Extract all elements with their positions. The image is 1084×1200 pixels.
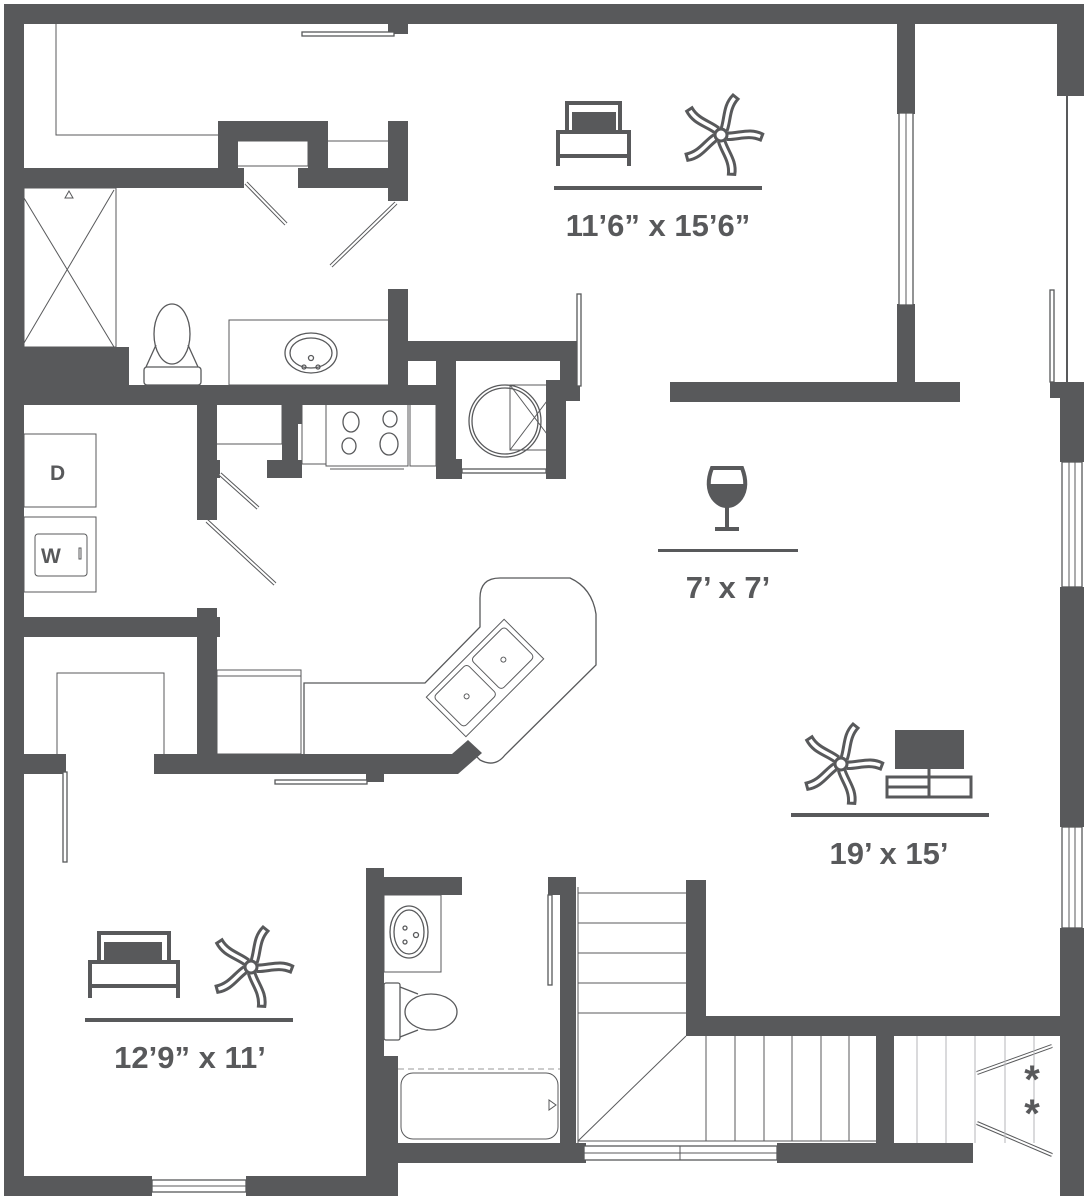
bath2-toilet xyxy=(383,982,458,1041)
walls xyxy=(4,4,1084,1196)
ceiling-fan-icon xyxy=(211,925,296,1011)
tv-icon xyxy=(885,730,973,799)
master-bedroom-dimensions: 11’6” x 15’6” xyxy=(565,208,751,243)
master-bedroom-label-rule xyxy=(554,186,762,190)
laundry xyxy=(23,433,97,593)
ceiling-fan-icon xyxy=(684,92,765,176)
fixtures xyxy=(23,24,1035,1143)
range xyxy=(215,403,437,470)
wine-glass-icon xyxy=(706,466,748,531)
asterisk-note: * * xyxy=(1024,1058,1040,1136)
bathtub xyxy=(398,1068,560,1140)
living-room-dimensions: 19’ x 15’ xyxy=(829,836,949,871)
bedroom-2-dimensions: 12’9” x 11’ xyxy=(114,1040,266,1075)
bedroom-2-label-rule xyxy=(85,1018,293,1022)
windows xyxy=(151,31,1083,1193)
bed-icon xyxy=(556,101,631,166)
bath2-sink xyxy=(383,894,442,973)
dining-dimensions: 7’ x 7’ xyxy=(685,570,771,605)
dryer-label: D xyxy=(50,462,66,485)
doors xyxy=(62,181,1055,1157)
kitchen-counter xyxy=(216,577,597,764)
bed-icon xyxy=(88,931,180,998)
stairs xyxy=(577,887,1035,1143)
ceiling-fan-icon xyxy=(801,722,886,808)
water-heater xyxy=(461,384,560,474)
living-room-label-rule xyxy=(791,813,989,817)
dining-label-rule xyxy=(658,549,798,552)
vanity-sink xyxy=(228,319,390,386)
toilet xyxy=(143,303,202,386)
washer-label: W xyxy=(41,545,61,568)
shower xyxy=(23,187,117,348)
